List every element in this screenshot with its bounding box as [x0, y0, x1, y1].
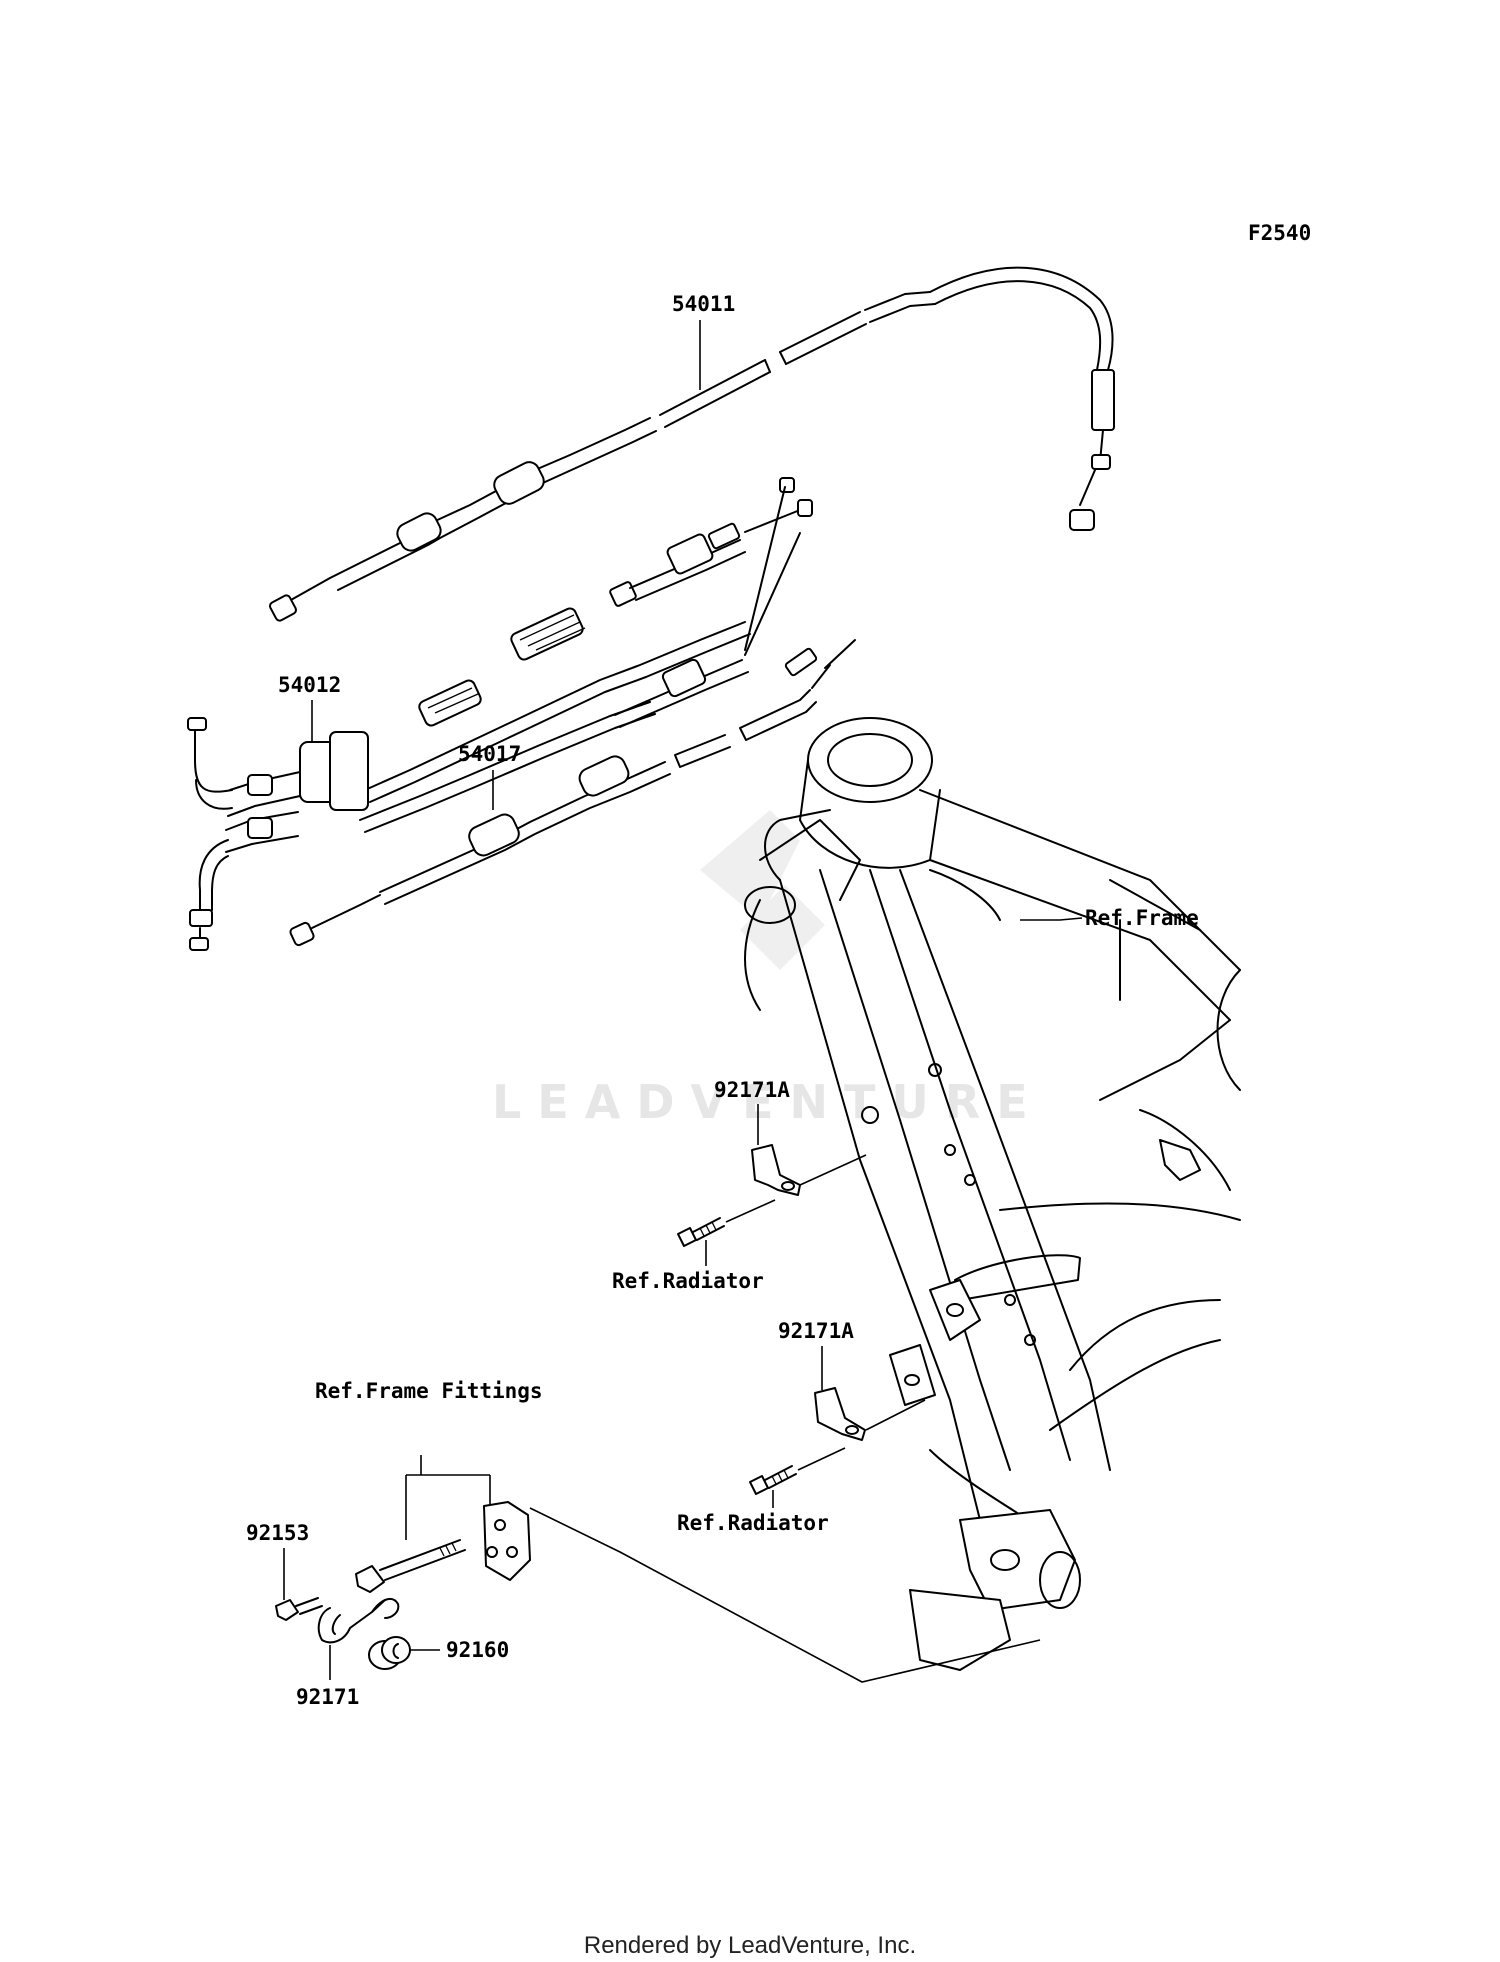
callout-54012: 54012 — [278, 673, 341, 697]
ref-frame-fittings-label: Ref.Frame Fittings — [315, 1379, 543, 1403]
footer-credit: Rendered by LeadVenture, Inc. — [583, 1932, 917, 1959]
cable-54011[interactable] — [269, 266, 1115, 622]
watermark: LEADVENTURE — [492, 810, 1044, 1129]
callout-92153: 92153 — [246, 1521, 309, 1545]
callout-92171a-lower: 92171A — [778, 1319, 854, 1343]
bolt-lower[interactable] — [749, 1447, 846, 1495]
callout-54011: 54011 — [672, 292, 735, 316]
cable-54012[interactable] — [187, 477, 813, 951]
fittings-leaders — [405, 1455, 1041, 1683]
callout-92171: 92171 — [296, 1685, 359, 1709]
cable-54017[interactable] — [289, 639, 856, 947]
callout-54017: 54017 — [458, 742, 521, 766]
callout-92160: 92160 — [446, 1638, 509, 1662]
clamp-92171a-upper[interactable] — [751, 1144, 867, 1196]
leader-ref-frame — [1020, 917, 1083, 921]
clamp-92171a-lower[interactable] — [814, 1387, 926, 1441]
frame-assembly — [744, 717, 1241, 1671]
ref-frame-label: Ref.Frame — [1085, 906, 1199, 930]
callout-92171a-upper: 92171A — [714, 1078, 790, 1102]
bolt-upper[interactable] — [677, 1199, 776, 1247]
watermark-text: LEADVENTURE — [492, 1075, 1044, 1129]
diagram-code: F2540 — [1248, 221, 1311, 245]
ref-radiator-upper-label: Ref.Radiator — [612, 1269, 764, 1293]
ref-radiator-lower-label: Ref.Radiator — [677, 1511, 829, 1535]
frame-fittings[interactable] — [275, 1501, 531, 1670]
